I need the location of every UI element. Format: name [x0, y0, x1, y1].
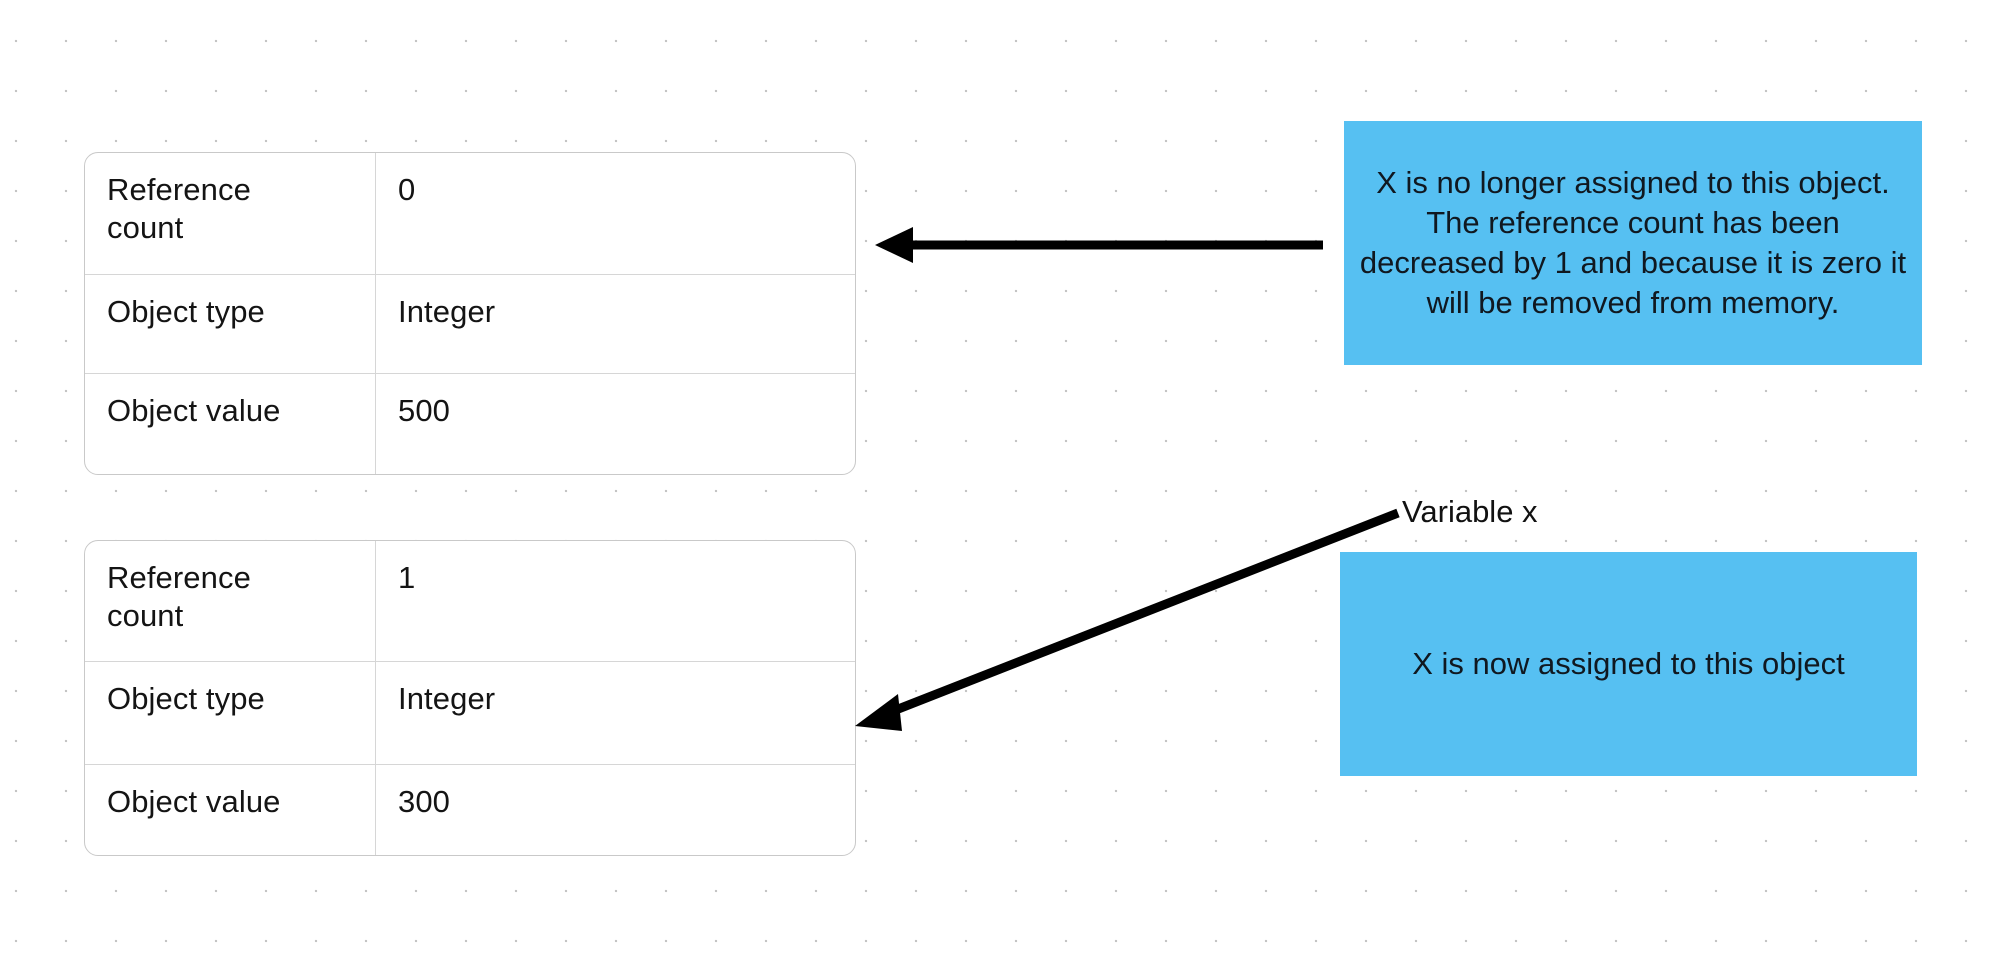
row-value-object-type: Integer — [398, 681, 496, 716]
row-label-object-type: Object type — [85, 275, 376, 373]
arrow-note-to-table-zero-icon — [875, 227, 1323, 263]
row-label-object-value: Object value — [85, 374, 376, 474]
object-table-zero-refs[interactable]: Reference count 0 Object type Integer Ob… — [84, 152, 856, 475]
table-row: Object type Integer — [85, 275, 855, 374]
variable-x-label: Variable x — [1402, 494, 1538, 529]
row-value-reference-count: 1 — [398, 560, 416, 595]
row-label-reference-count: Reference count — [85, 541, 376, 661]
table-row: Reference count 0 — [85, 153, 855, 275]
table-row: Reference count 1 — [85, 541, 855, 662]
row-value-object-type: Integer — [398, 294, 496, 329]
row-value-object-value: 300 — [398, 784, 451, 819]
table-row: Object value 300 — [85, 765, 855, 855]
row-value-object-value: 500 — [398, 393, 451, 428]
row-value-reference-count: 0 — [398, 172, 416, 207]
callout-note-text: X is now assigned to this object — [1412, 646, 1845, 681]
callout-note-text: X is no longer assigned to this object. … — [1359, 165, 1907, 320]
table-row: Object value 500 — [85, 374, 855, 474]
table-row: Object type Integer — [85, 662, 855, 765]
object-table-one-ref[interactable]: Reference count 1 Object type Integer Ob… — [84, 540, 856, 856]
arrow-variable-to-table-one-icon — [855, 508, 1400, 731]
row-label-object-value: Object value — [85, 765, 376, 855]
callout-note-object-assigned[interactable]: X is now assigned to this object — [1340, 552, 1917, 776]
row-label-reference-count: Reference count — [85, 153, 376, 274]
row-label-object-type: Object type — [85, 662, 376, 764]
callout-note-object-removed[interactable]: X is no longer assigned to this object. … — [1344, 121, 1922, 365]
